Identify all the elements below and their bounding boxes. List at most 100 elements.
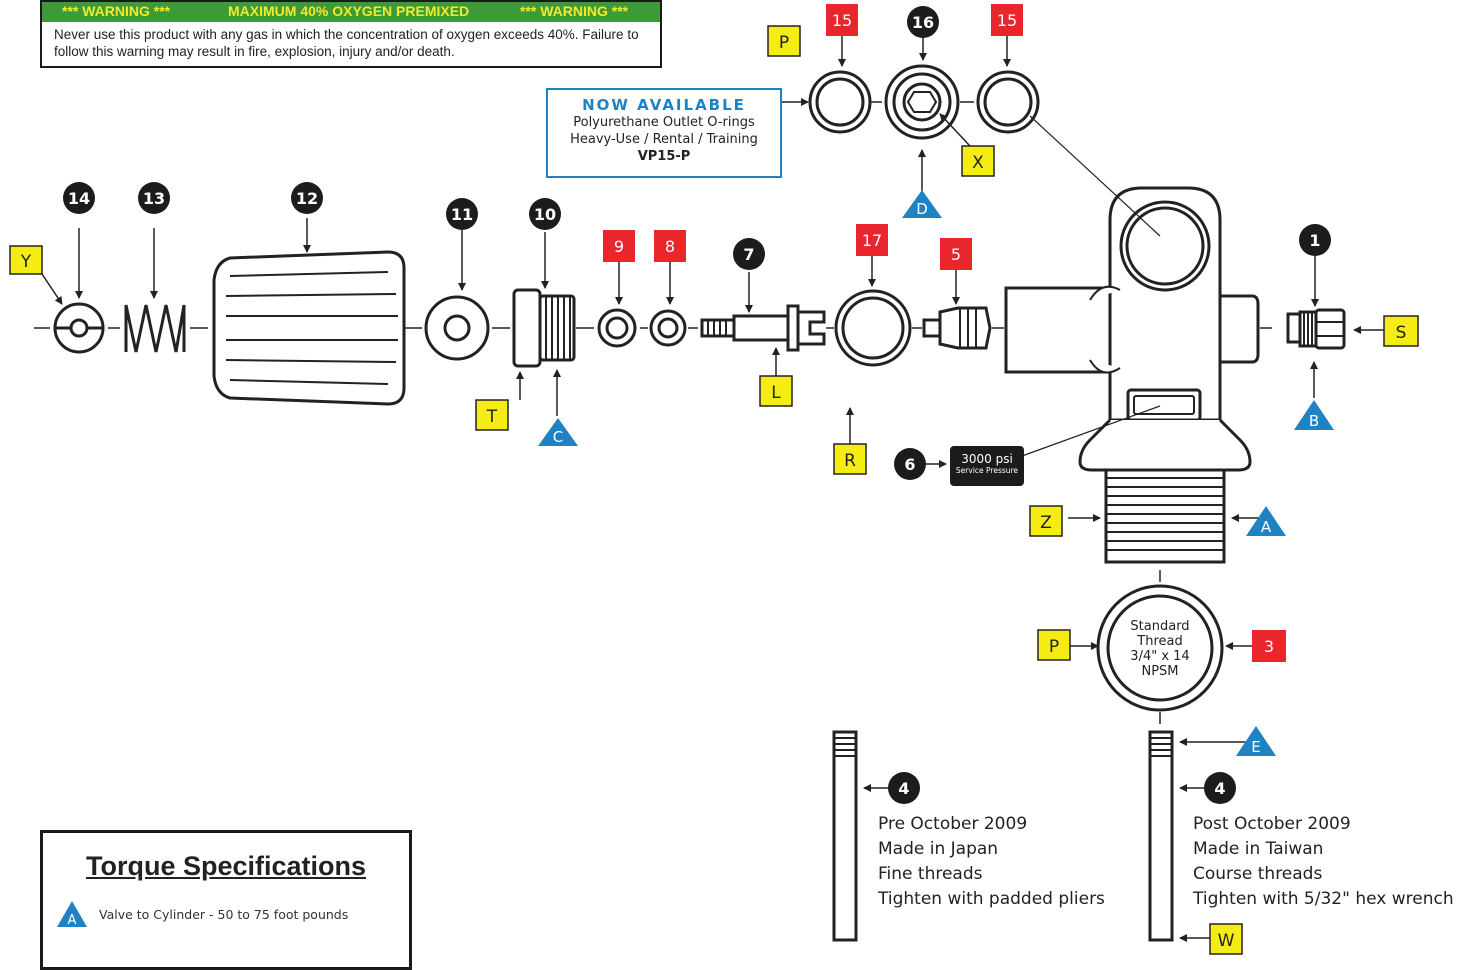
- tag-5: [940, 238, 972, 270]
- part-14-nut: [53, 302, 105, 354]
- callout-7: [733, 238, 765, 270]
- torque-marker-d-text: D: [916, 200, 928, 218]
- tag-p-top-text: P: [779, 33, 789, 53]
- warning-text: Never use this product with any gas in w…: [54, 27, 639, 59]
- callout-7-text: 7: [743, 245, 754, 264]
- tag-5-text: 5: [951, 245, 961, 264]
- part-11-washer: [424, 295, 490, 361]
- callout-11-text: 11: [451, 205, 473, 224]
- oxygen-warning-box: *** WARNING *** MAXIMUM 40% OXYGEN PREMI…: [40, 0, 662, 68]
- pressure-leader: [1021, 405, 1161, 457]
- tag-17-text: 17: [862, 231, 882, 250]
- callout-10-text: 10: [534, 205, 556, 224]
- torque-marker-a: [1246, 506, 1286, 536]
- tag-8-text: 8: [665, 237, 675, 256]
- tag-s-text: S: [1396, 323, 1407, 343]
- torque-marker-e: [1236, 726, 1276, 756]
- part-9-oring: [597, 308, 637, 348]
- callout-1: [1299, 224, 1331, 256]
- tag-y: [9, 245, 43, 275]
- now-available-line-2: Heavy-Use / Rental / Training: [570, 132, 758, 147]
- warning-center: MAXIMUM 40% OXYGEN PREMIXED: [228, 3, 470, 19]
- tag-8: [654, 230, 686, 262]
- tag-z-text: Z: [1040, 513, 1052, 533]
- thread-line-4: NPSM: [1141, 664, 1178, 679]
- callout-12-text: 12: [296, 189, 318, 208]
- callout-11: [446, 198, 478, 230]
- tag-l: [759, 375, 793, 407]
- tag-l-text: L: [771, 383, 781, 403]
- yellow-tag-labels: Y T L R S Z X P P W: [20, 33, 1407, 951]
- tag-15-right-text: 15: [997, 11, 1017, 30]
- tag-r-text: R: [844, 451, 856, 471]
- service-pressure-caption: Service Pressure: [955, 466, 1019, 475]
- callout-4-pre: [888, 772, 920, 804]
- service-pressure-label: 3000 psi Service Pressure: [950, 446, 1024, 486]
- callout-4-pre-text: 4: [898, 779, 909, 798]
- tag-r: [833, 443, 867, 475]
- post-note-1: Post October 2009: [1193, 814, 1351, 834]
- callout-1-text: 1: [1309, 231, 1320, 250]
- warning-banner: *** WARNING *** MAXIMUM 40% OXYGEN PREMI…: [42, 2, 660, 22]
- callout-16: [907, 6, 939, 38]
- tag-y-text: Y: [20, 252, 32, 272]
- torque-marker-d: [902, 190, 942, 218]
- torque-marker-c: [538, 418, 578, 446]
- torque-marker-b: [1294, 400, 1334, 430]
- now-available-line-1: Polyurethane Outlet O-rings: [573, 115, 755, 130]
- part-3-gasket: [1096, 584, 1224, 712]
- warning-right: *** WARNING ***: [520, 3, 629, 19]
- valve-body: [1004, 186, 1260, 564]
- part-12-handwheel: [212, 250, 406, 406]
- pre-note-1: Pre October 2009: [878, 814, 1028, 834]
- tag-15-right: [991, 4, 1023, 36]
- tag-x: [961, 145, 995, 177]
- callout-14-text: 14: [68, 189, 90, 208]
- tag-t: [475, 399, 509, 431]
- tag-p-mid-text: P: [1049, 637, 1059, 657]
- callout-6: [894, 448, 926, 480]
- torque-a-marker: A: [57, 901, 87, 928]
- leader-arrows: [41, 36, 1384, 942]
- part-16-outlet-plug: [884, 64, 960, 140]
- callout-16-text: 16: [912, 13, 934, 32]
- now-available-part-number: VP15-P: [637, 149, 691, 164]
- callout-4-post-text: 4: [1214, 779, 1225, 798]
- part-8-oring: [649, 309, 687, 347]
- torque-title: Torque Specifications: [85, 851, 367, 881]
- torque-marker-a-text: A: [1261, 518, 1272, 536]
- torque-marker-c-text: C: [553, 428, 563, 446]
- thread-line-3: 3/4" x 14: [1130, 649, 1189, 664]
- post-note-3: Course threads: [1193, 864, 1323, 884]
- now-available-title: NOW AVAILABLE: [582, 96, 746, 114]
- callout-6-text: 6: [904, 455, 915, 474]
- center-axis: [34, 101, 1272, 724]
- number-callouts: 14 13 12 11 10 7 1 16 6 4 4: [63, 6, 1331, 804]
- now-available-box: NOW AVAILABLE Polyurethane Outlet O-ring…: [546, 88, 782, 178]
- tag-t-text: T: [486, 407, 498, 427]
- torque-marker-e-text: E: [1251, 738, 1260, 756]
- pre-note-3: Fine threads: [878, 864, 983, 884]
- tag-17: [856, 224, 888, 256]
- pre-note-2: Made in Japan: [878, 839, 999, 859]
- callout-12: [291, 182, 323, 214]
- tag-3-text: 3: [1264, 637, 1274, 656]
- outlet-leader-line: [1029, 115, 1161, 237]
- tag-z: [1029, 505, 1063, 537]
- part-7-stem: [700, 304, 826, 352]
- part-13-spring: [124, 304, 186, 353]
- warning-left: *** WARNING ***: [62, 3, 171, 19]
- dip-tube-pre-notes: Pre October 2009 Made in Japan Fine thre…: [878, 812, 1105, 912]
- part-4-dip-tube-pre: [832, 730, 858, 942]
- part-10-bonnet: [512, 288, 576, 368]
- tag-15-left: [826, 4, 858, 36]
- tag-3: [1252, 630, 1286, 662]
- part-1-burst-plug: [1286, 308, 1346, 350]
- tag-9: [603, 230, 635, 262]
- tag-w: [1209, 923, 1243, 955]
- yellow-tags: [9, 25, 1419, 955]
- post-note-4: Tighten with 5/32" hex wrench: [1193, 889, 1454, 909]
- callout-13-text: 13: [143, 189, 165, 208]
- tag-9-text: 9: [614, 237, 624, 256]
